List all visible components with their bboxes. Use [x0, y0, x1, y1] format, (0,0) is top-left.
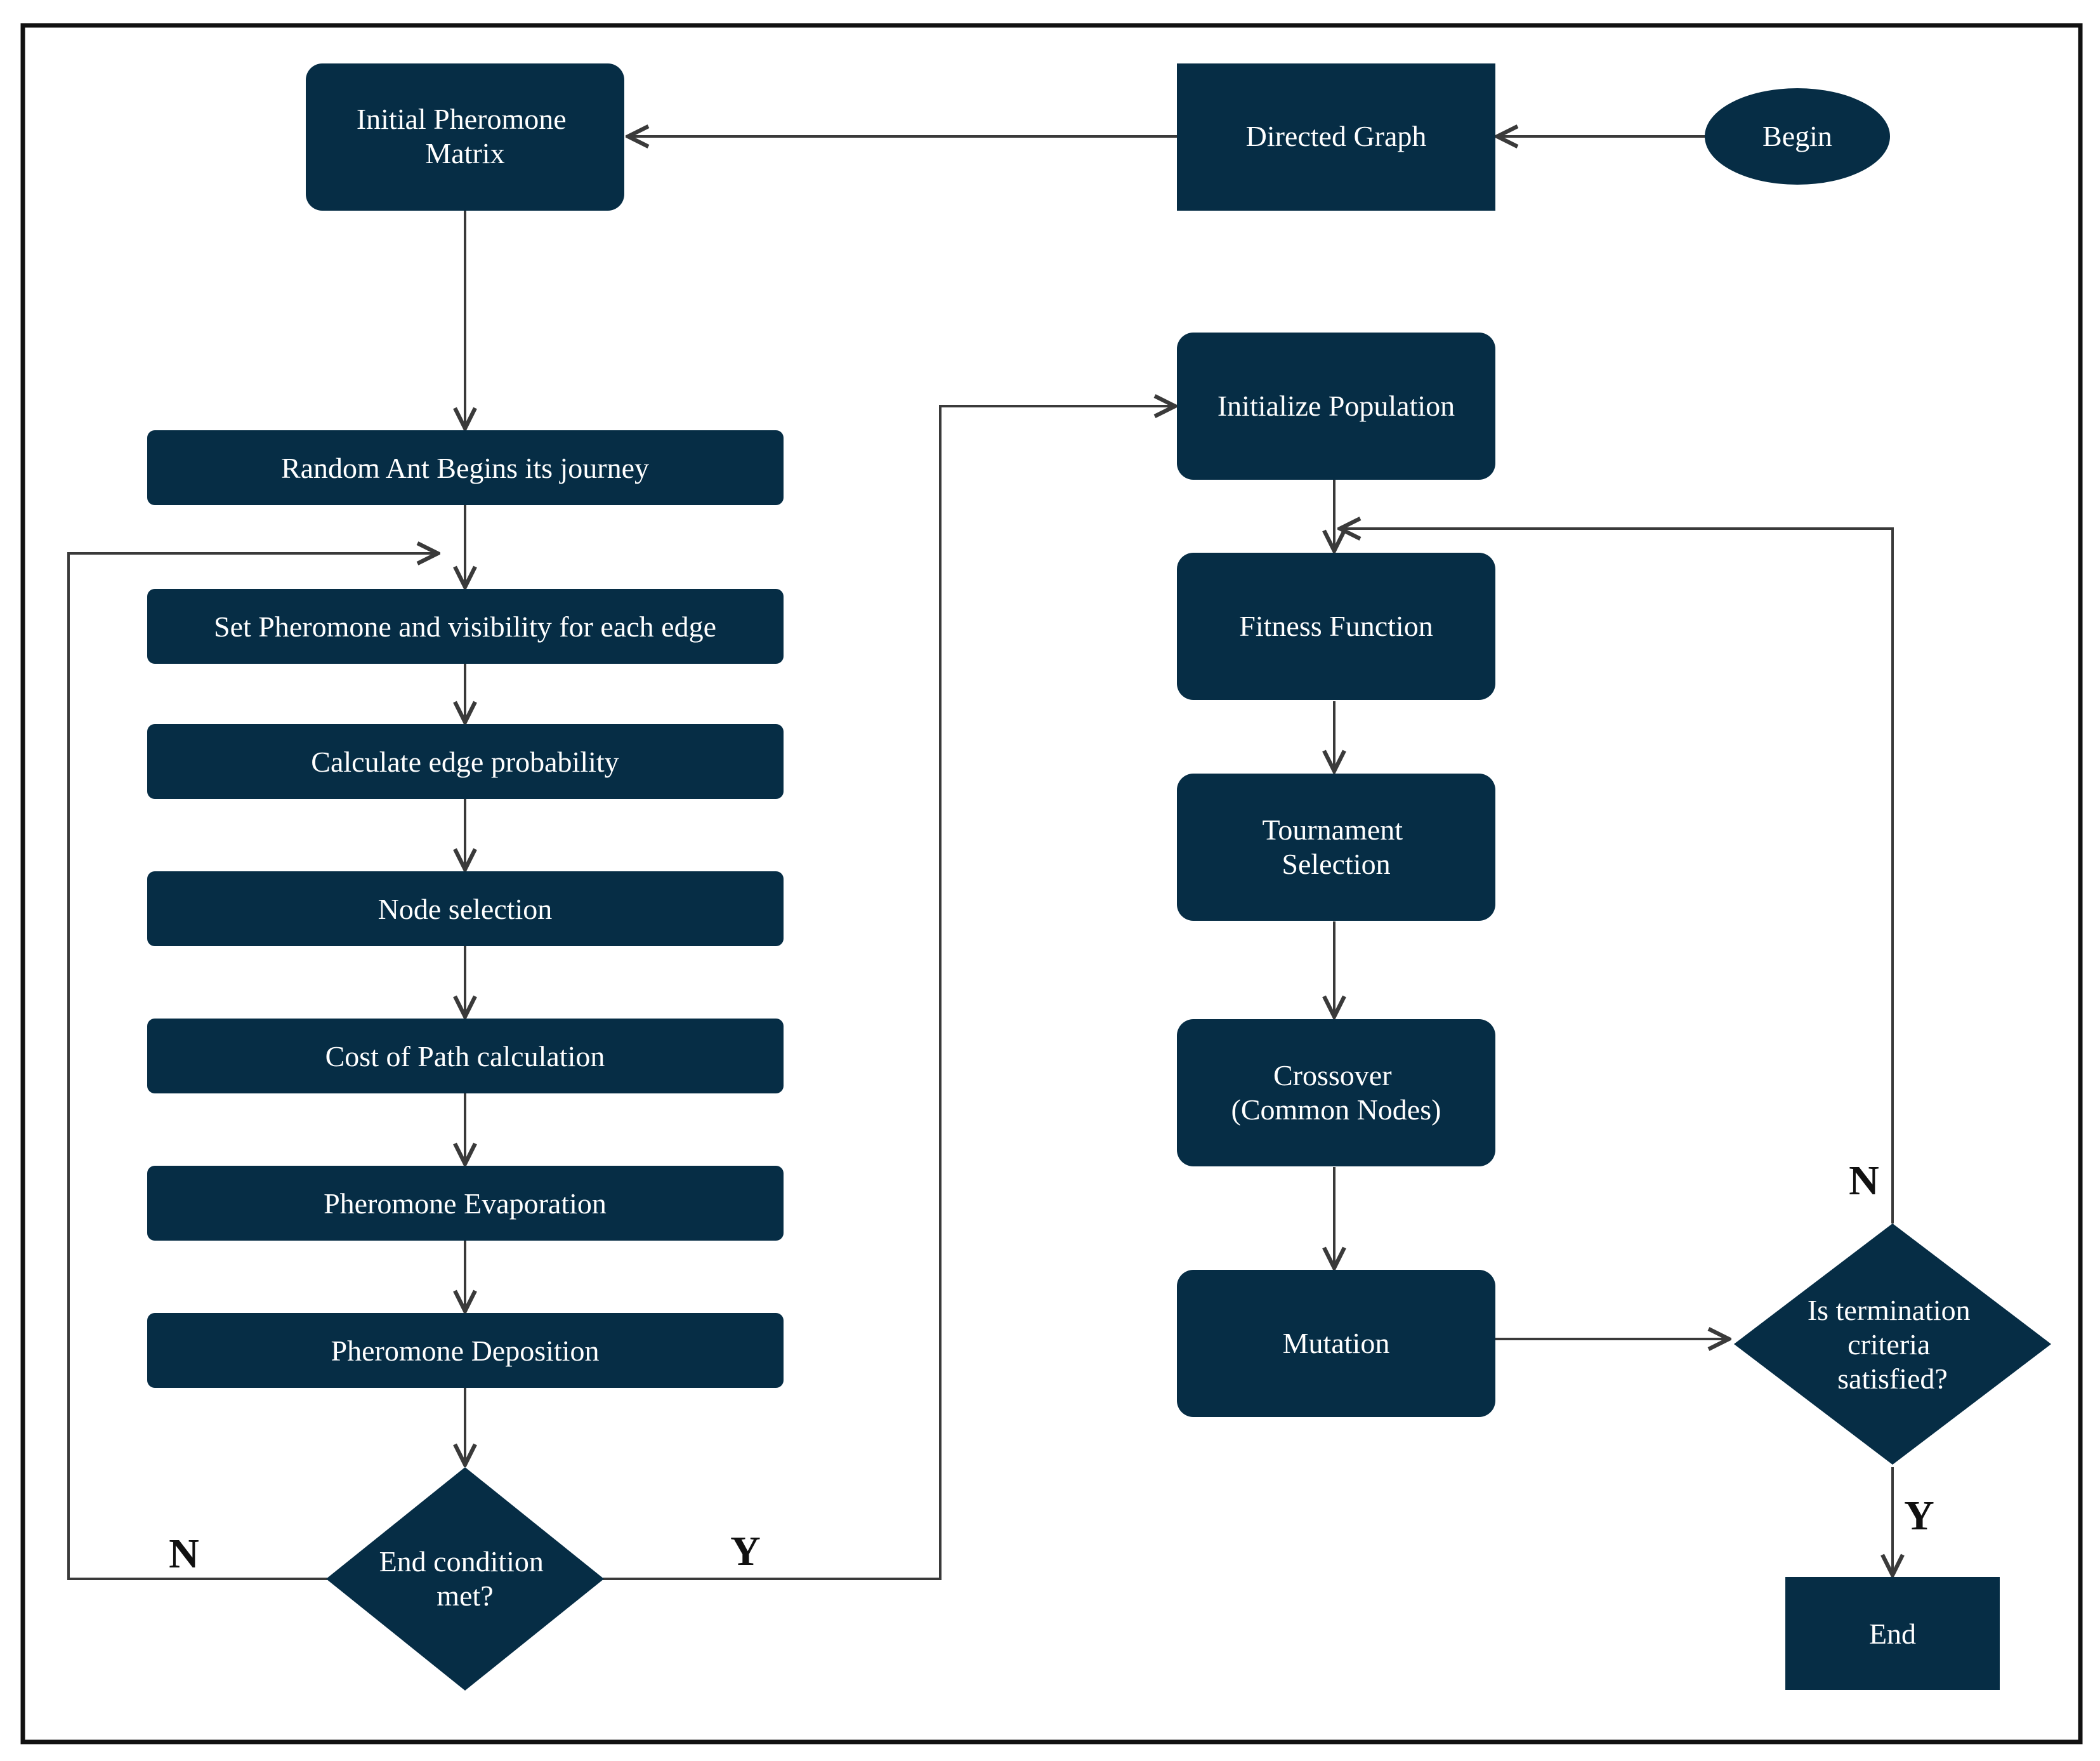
node-selection-label: Node selection	[378, 893, 553, 925]
pheromone-evaporation-label: Pheromone Evaporation	[324, 1187, 607, 1220]
directed-graph-label: Directed Graph	[1246, 120, 1427, 152]
termination-decision	[1734, 1223, 2051, 1465]
set-pheromone-box	[147, 589, 784, 664]
initialize-population-label: Initialize Population	[1217, 390, 1455, 422]
cost-of-path-box	[147, 1019, 784, 1093]
end-label: End	[1869, 1618, 1916, 1650]
set-pheromone-label: Set Pheromone and visibility for each ed…	[214, 610, 716, 643]
end-condition-label: End condition met?	[379, 1545, 551, 1612]
mutation-box	[1177, 1270, 1495, 1417]
termination-label: Is termination criteria satisfied?	[1808, 1294, 1978, 1395]
tournament-selection-label: Tournament Selection	[1262, 814, 1410, 880]
aco-no-branch-label: N	[169, 1531, 199, 1577]
mutation-label: Mutation	[1283, 1327, 1390, 1359]
node-selection-box	[147, 871, 784, 946]
end-condition-decision	[326, 1467, 604, 1691]
pheromone-evaporation-box	[147, 1166, 784, 1241]
pheromone-deposition-label: Pheromone Deposition	[331, 1335, 600, 1367]
ga-yes-branch-label: Y	[1904, 1493, 1934, 1539]
tournament-selection-box	[1177, 774, 1495, 921]
pheromone-deposition-box	[147, 1313, 784, 1388]
cost-of-path-label: Cost of Path calculation	[325, 1040, 605, 1072]
edge-probability-label: Calculate edge probability	[311, 746, 619, 778]
fitness-function-box	[1177, 553, 1495, 700]
begin-label: Begin	[1762, 120, 1832, 152]
crossover-label: Crossover (Common Nodes)	[1231, 1059, 1441, 1126]
loop-no-back-to-fitness	[1340, 529, 1894, 1223]
fitness-function-label: Fitness Function	[1239, 610, 1433, 642]
random-ant-box	[147, 430, 784, 505]
end-terminal	[1785, 1577, 2000, 1690]
ga-no-branch-label: N	[1849, 1158, 1879, 1204]
initialize-population-box	[1177, 333, 1495, 480]
initial-pheromone-matrix-box	[306, 63, 624, 211]
edge-probability-box	[147, 724, 784, 799]
arrow-yes-to-population	[603, 406, 1175, 1580]
random-ant-label: Random Ant Begins its journey	[281, 452, 649, 484]
loop-no-back-to-set	[67, 553, 438, 1580]
begin-terminal	[1705, 88, 1890, 185]
aco-yes-branch-label: Y	[730, 1528, 761, 1574]
crossover-box	[1177, 1019, 1495, 1166]
initial-pheromone-matrix-label: Initial Pheromone Matrix	[357, 103, 574, 169]
directed-graph-box	[1177, 63, 1495, 211]
